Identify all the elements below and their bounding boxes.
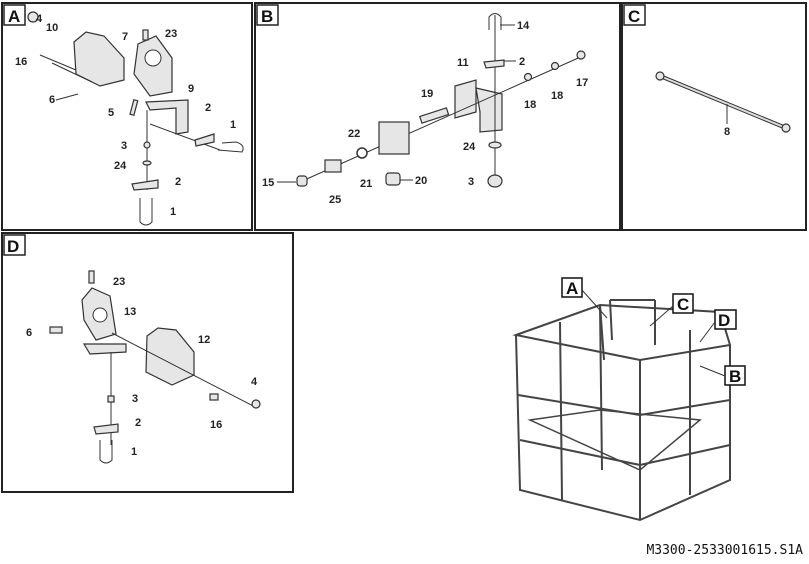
svg-text:A: A [566, 279, 578, 298]
svg-text:5: 5 [108, 107, 114, 119]
svg-text:4: 4 [251, 376, 258, 388]
svg-text:B: B [729, 367, 741, 386]
panel-d-label: D [3, 234, 26, 256]
svg-text:2: 2 [205, 102, 211, 114]
svg-text:23: 23 [165, 28, 177, 40]
svg-text:1: 1 [230, 119, 236, 131]
panel-a-frame [1, 2, 253, 231]
panel-d-frame [1, 232, 294, 493]
svg-text:2: 2 [135, 417, 141, 429]
svg-text:A: A [8, 7, 20, 26]
panel-c-frame [621, 2, 807, 231]
svg-text:18: 18 [524, 99, 536, 111]
svg-text:8: 8 [724, 126, 730, 138]
panel-b-frame [254, 2, 621, 231]
svg-text:6: 6 [26, 327, 32, 339]
panel-a-callouts: 4 10 7 23 16 9 6 5 2 1 3 24 2 1 [15, 13, 236, 218]
svg-text:2: 2 [175, 176, 181, 188]
svg-text:16: 16 [15, 56, 27, 68]
svg-text:6: 6 [49, 94, 55, 106]
basket-illustration [512, 299, 732, 522]
svg-text:20: 20 [415, 175, 427, 187]
svg-text:21: 21 [360, 178, 372, 190]
panel-a-label: A [3, 4, 26, 26]
svg-text:16: 16 [210, 419, 222, 431]
panel-c-callouts: 8 [724, 126, 730, 138]
svg-text:D: D [7, 237, 19, 256]
svg-text:11: 11 [457, 57, 469, 69]
svg-text:19: 19 [421, 88, 433, 100]
svg-text:24: 24 [114, 160, 127, 172]
svg-text:12: 12 [198, 334, 210, 346]
svg-text:7: 7 [122, 31, 128, 43]
basket-callouts: A C D B [561, 277, 746, 386]
svg-text:3: 3 [468, 176, 474, 188]
svg-text:13: 13 [124, 306, 136, 318]
svg-text:10: 10 [46, 22, 58, 34]
svg-text:1: 1 [170, 206, 176, 218]
svg-text:C: C [677, 295, 689, 314]
panel-d-drawing [49, 270, 261, 464]
svg-text:23: 23 [113, 276, 125, 288]
svg-text:C: C [628, 7, 640, 26]
drawing-id-caption: M3300-2533001615.S1A [646, 543, 803, 558]
panel-c-drawing [655, 71, 791, 133]
svg-text:17: 17 [576, 77, 588, 89]
panel-d-callouts: 23 13 6 12 4 3 2 16 1 [26, 276, 258, 458]
panel-c-label: C [623, 4, 646, 26]
svg-text:B: B [261, 7, 273, 26]
svg-text:15: 15 [262, 177, 274, 189]
svg-text:1: 1 [131, 446, 137, 458]
panel-b-callouts: 14 2 11 17 19 18 18 22 24 20 15 21 3 25 [262, 20, 588, 206]
panel-a-drawing [27, 11, 244, 226]
panel-b-drawing [296, 13, 586, 188]
svg-text:22: 22 [348, 128, 360, 140]
svg-text:D: D [718, 311, 730, 330]
svg-text:3: 3 [121, 140, 127, 152]
svg-text:18: 18 [551, 90, 563, 102]
svg-text:4: 4 [36, 13, 43, 25]
svg-text:14: 14 [517, 20, 530, 32]
svg-text:9: 9 [188, 83, 194, 95]
panel-b-label: B [256, 4, 279, 26]
svg-text:2: 2 [519, 56, 525, 68]
svg-text:25: 25 [329, 194, 341, 206]
svg-text:24: 24 [463, 141, 476, 153]
svg-text:3: 3 [132, 393, 138, 405]
